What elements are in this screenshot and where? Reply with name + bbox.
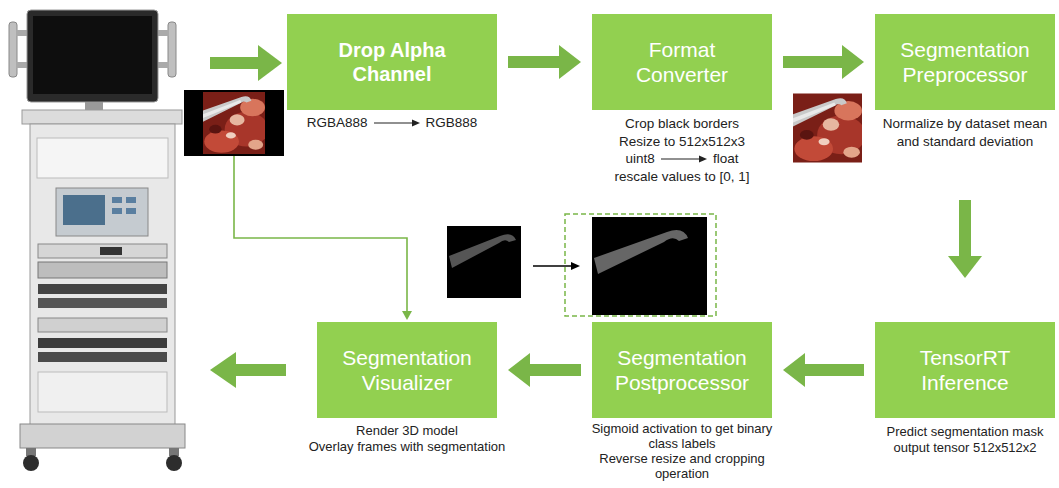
process-caption: float [713,150,739,168]
process-title: Segmentation Visualizer [332,345,482,395]
process-caption: rescale values to [0, 1] [614,168,749,186]
process-caption: Predict segmentation mask output tensor … [873,424,1058,456]
process-title: TensorRT Inference [890,345,1040,395]
caption-row: Render 3D model [277,423,537,439]
process-caption-group: Crop black bordersResize to 512x512x3uin… [582,115,782,185]
caption-row: Sigmoid activation to get binary class l… [590,421,775,451]
flow-arrow [508,45,581,79]
cropped-frame [793,94,865,163]
process-caption-group: RGBA888 RGB888 [292,114,492,132]
process-caption: uint8 [626,150,655,168]
process-caption: RGB888 [426,114,478,132]
process-box: TensorRT InferencePredict segmentation m… [875,322,1055,418]
caption-row: rescale values to [0, 1] [582,168,782,186]
arrow-shaft [508,56,560,68]
process-box: Segmentation VisualizerRender 3D modelOv… [317,322,497,418]
flow-arrow [948,200,982,278]
flow-arrow [508,353,581,387]
process-box: Segmentation PreprocessorNormalize by da… [875,14,1055,110]
caption-row: Reverse resize and cropping operation [590,451,775,481]
process-caption: Render 3D model [356,423,458,439]
process-caption: Reverse resize and cropping operation [590,451,775,481]
caption-row: RGBA888 RGB888 [292,114,492,132]
arrow-head [559,45,581,79]
flow-arrow [783,45,864,79]
process-caption: Sigmoid activation to get binary class l… [590,421,775,451]
process-box: Format ConverterCrop black bordersResize… [592,14,772,110]
arrow-head [508,353,530,387]
flow-arrow [783,353,864,387]
caption-row: uint8 float [582,150,782,168]
process-caption: Normalize by dataset mean and standard d… [878,115,1053,150]
endoscopy-cart [9,10,185,471]
caption-row: Predict segmentation mask output tensor … [873,424,1058,456]
process-caption-group: Sigmoid activation to get binary class l… [590,421,775,481]
caption-row: Resize to 512x512x3 [582,133,782,151]
process-box: Drop Alpha ChannelRGBA888RGB888 [287,14,497,110]
arrow-shaft [529,364,581,376]
caption-row: Crop black borders [582,115,782,133]
input-frame [184,90,284,156]
arrow-head [948,256,982,278]
segmentation-mask [447,214,716,316]
caption-row: Overlay frames with segmentation [277,439,537,455]
caption-row: Normalize by dataset mean and standard d… [878,115,1053,150]
process-title: Format Converter [607,37,757,87]
arrow-head [842,45,864,79]
process-caption-group: Normalize by dataset mean and standard d… [878,115,1053,150]
process-title: Drop Alpha Channel [327,38,457,86]
arrow-head [783,353,805,387]
arrow-shaft [804,364,864,376]
process-title: Segmentation Preprocessor [890,37,1040,87]
process-caption: Resize to 512x512x3 [619,133,745,151]
process-caption-group: Render 3D modelOverlay frames with segme… [277,423,537,455]
process-caption: Crop black borders [625,115,739,133]
conversion-arrow [659,154,709,164]
frame-feed-line [234,156,412,320]
process-box: Segmentation PostprocessorSigmoid activa… [592,322,772,418]
process-caption: Overlay frames with segmentation [309,439,506,455]
process-title: Segmentation Postprocessor [607,345,757,395]
conversion-arrow [372,118,422,128]
arrow-shaft [783,56,843,68]
process-caption: RGBA888 [307,114,368,132]
arrow-shaft [959,200,971,257]
process-caption-group: Predict segmentation mask output tensor … [873,424,1058,456]
